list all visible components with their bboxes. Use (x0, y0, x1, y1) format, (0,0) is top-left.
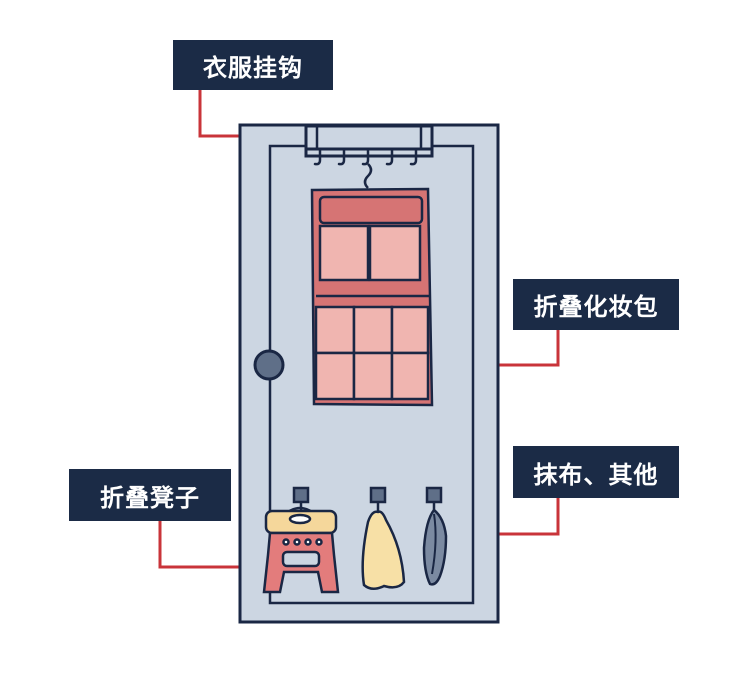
bag-pocket-mid-1 (314, 305, 356, 355)
label-cosmetic-bag: 折叠化妆包 (513, 279, 679, 330)
hook-5 (409, 148, 418, 166)
stool-cutout (281, 550, 321, 568)
towel (361, 510, 406, 590)
stool-dot-4 (315, 538, 323, 546)
label-hanger-hooks: 衣服挂钩 (173, 40, 333, 90)
stool-seat-handle-hole (288, 513, 312, 525)
bag-pocket-mid-3 (390, 305, 430, 355)
label-folding-stool: 折叠凳子 (69, 469, 231, 521)
bag-hanger-wire (363, 163, 373, 189)
stool-dot-2 (293, 538, 301, 546)
bag-pocket-bottom-3 (390, 351, 430, 401)
folding-stool (262, 506, 340, 594)
hook-2 (337, 148, 346, 166)
adhesive-hook-towel (369, 486, 387, 504)
bag-pocket-bottom-1 (314, 351, 356, 401)
hanger-hooks-rack (304, 124, 434, 189)
cosmetic-bag (310, 187, 434, 407)
hook-4 (385, 148, 394, 166)
bag-pocket-top-right (368, 224, 422, 282)
bag-pocket-mid-2 (352, 305, 394, 355)
leader-line-folding-stool (158, 520, 262, 569)
stool-dot-3 (304, 538, 312, 546)
adhesive-hooks (292, 486, 443, 512)
hook-1 (313, 148, 322, 166)
bag-pocket-top-left (318, 224, 370, 282)
stool-dot-1 (282, 538, 290, 546)
adhesive-hook-cloth (425, 486, 443, 504)
bag-pocket-bottom-2 (352, 351, 394, 401)
door-knob (253, 349, 285, 381)
hooks (313, 148, 418, 166)
adhesive-hook-stool (292, 486, 310, 504)
label-cloth-other: 抹布、其他 (513, 446, 679, 498)
hook-3 (361, 148, 370, 166)
cosmetic-bag-top-flap (318, 195, 424, 225)
cleaning-cloth-fold (431, 513, 437, 575)
